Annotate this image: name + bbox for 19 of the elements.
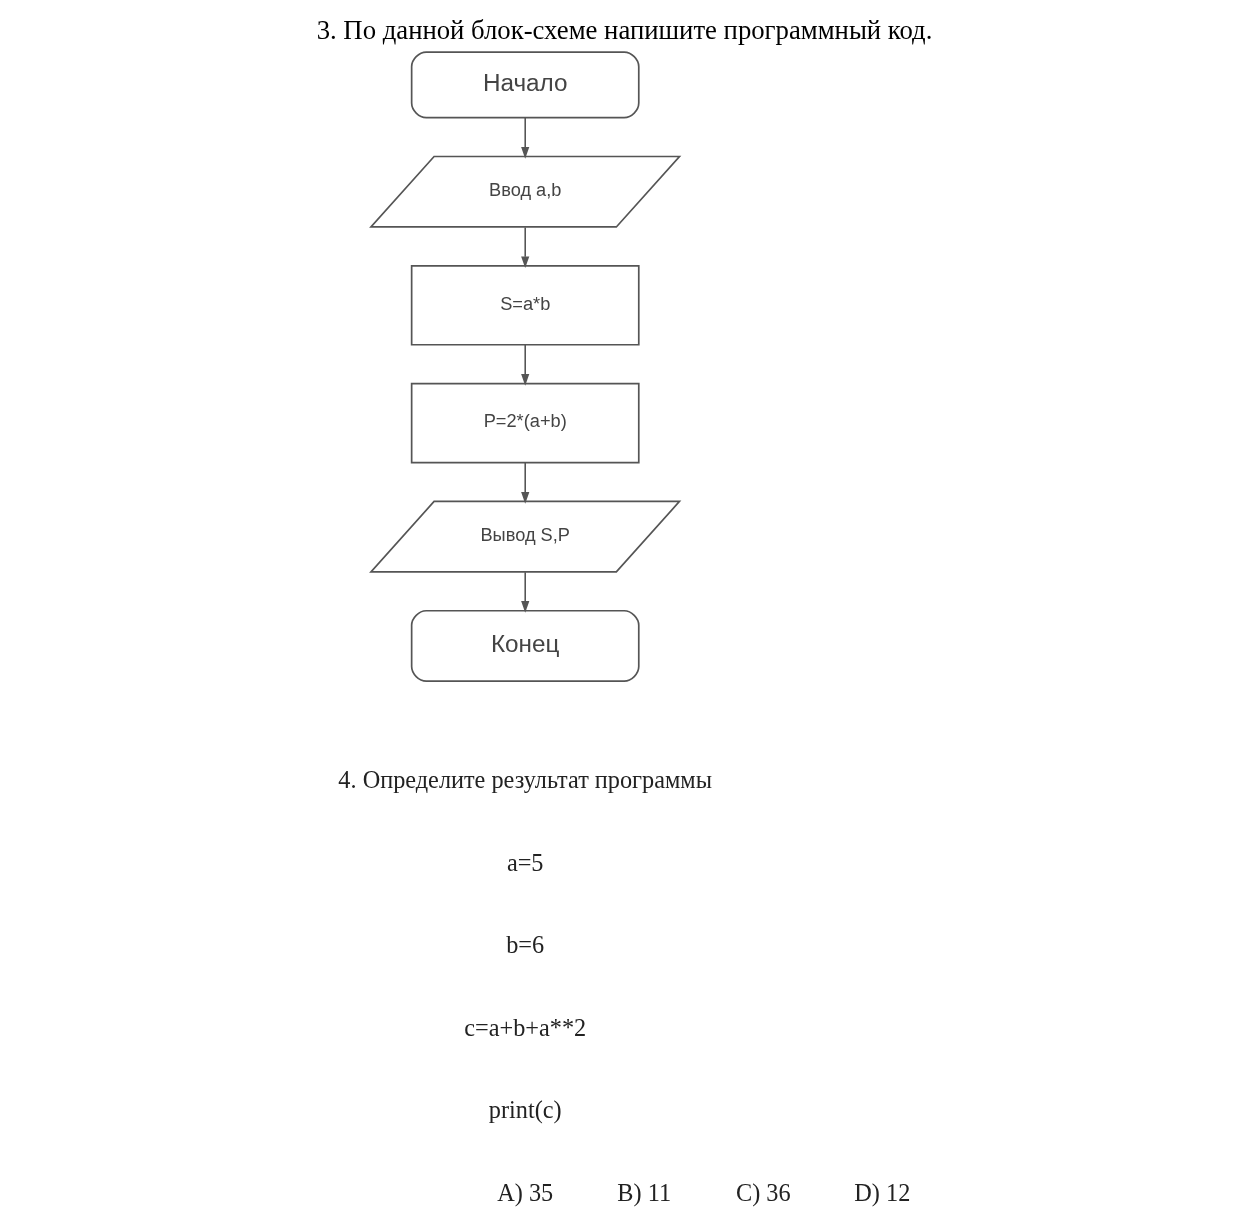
node-box: Конец	[410, 609, 640, 683]
label: B) 11	[616, 1179, 671, 1207]
arrow	[520, 571, 529, 613]
label: 4. Определите результат программы	[337, 766, 712, 794]
node-box: P=2*(a+b)	[410, 382, 640, 464]
label: c=a+b+a**2	[463, 1013, 586, 1041]
label: A) 35	[496, 1179, 553, 1207]
arrow	[520, 117, 529, 159]
label: D) 12	[853, 1179, 910, 1207]
label: a=5	[506, 848, 544, 876]
label: b=6	[505, 931, 544, 959]
label: print(c)	[488, 1096, 562, 1124]
arrow	[520, 226, 529, 269]
node-box: Начало	[410, 51, 640, 119]
node-box: S=a*b	[410, 264, 640, 346]
label: C) 36	[735, 1179, 791, 1207]
arrow	[520, 344, 529, 386]
arrow	[520, 462, 529, 504]
diagram-title: 3. По данной блок-схеме напишите программный код.	[316, 15, 932, 46]
